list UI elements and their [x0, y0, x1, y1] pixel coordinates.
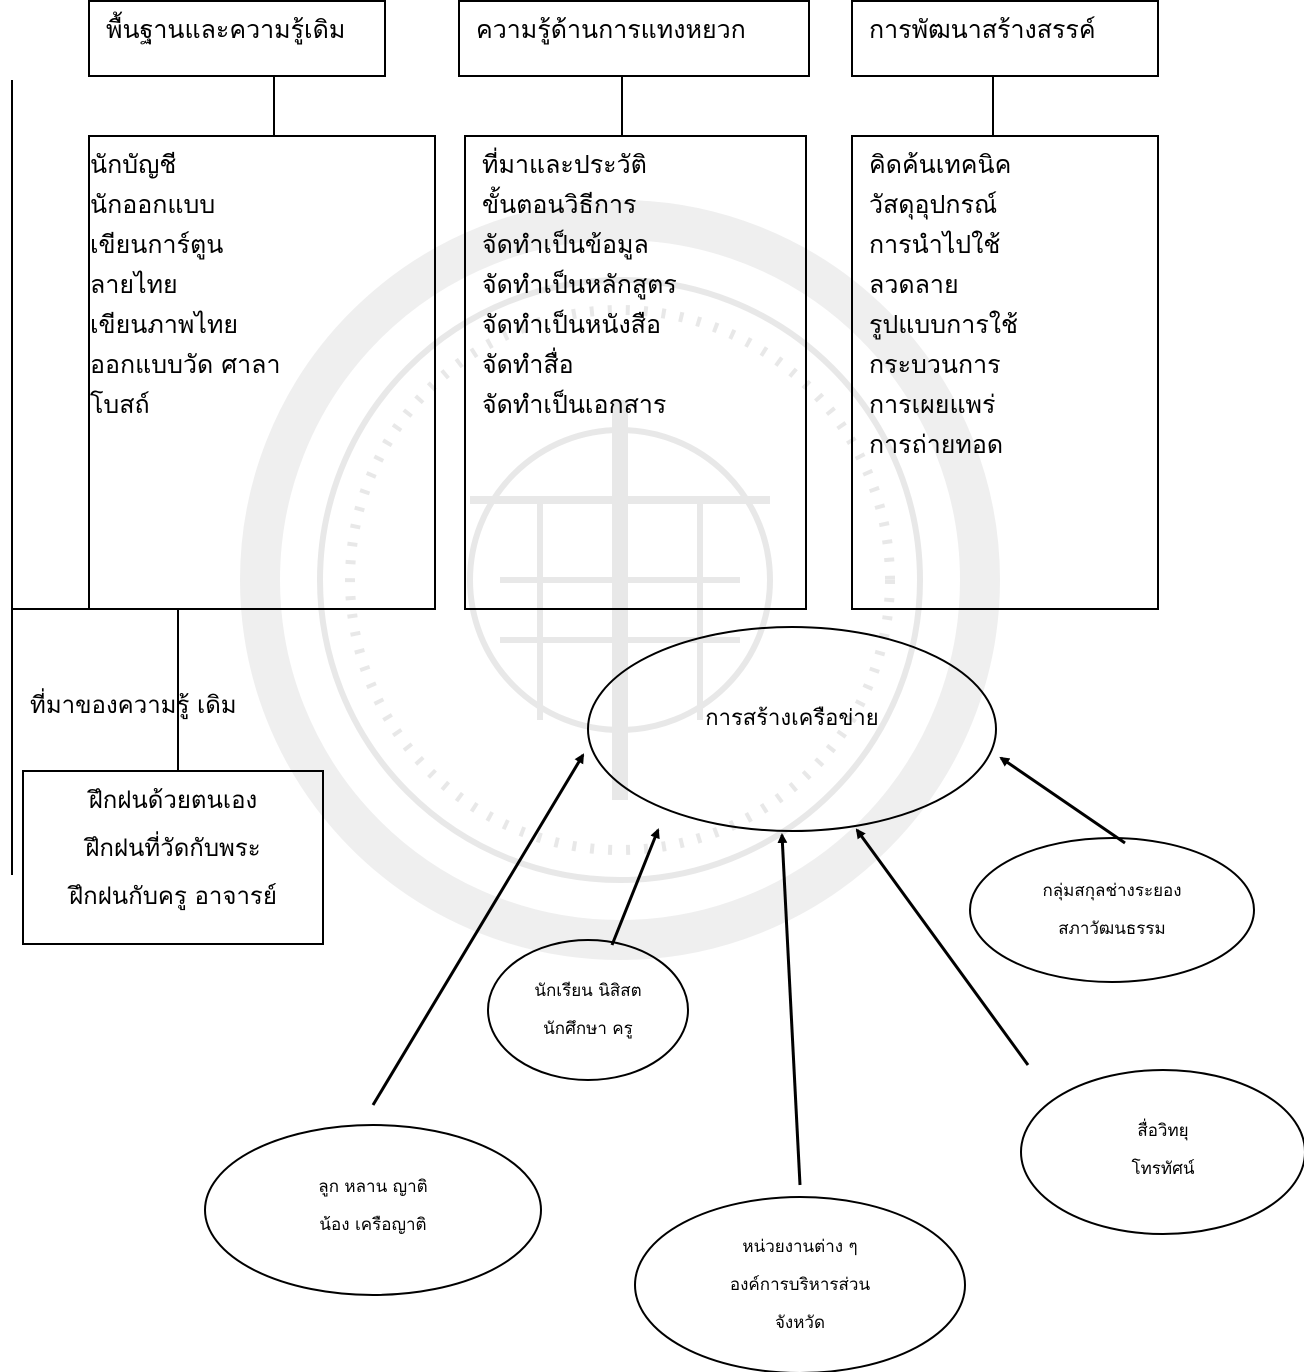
- network-node-agencies: หน่วยงานต่าง ๆ องค์การบริหารส่วน จังหวัด: [635, 1228, 965, 1342]
- creative-development-list: คิดค้นเทคนิค วัสดุอุปกรณ์ การนำไปใช้ ลวด…: [853, 137, 1157, 465]
- list-item: นักออกแบบ: [90, 190, 216, 219]
- creative-development-header-box: การพัฒนาสร้างสรรค์: [851, 0, 1159, 77]
- list-item: ลวดลาย: [869, 270, 959, 299]
- node-line: กลุ่มสกุลช่างระยอง: [1042, 881, 1182, 901]
- list-item: รูปแบบการใช้: [869, 310, 1018, 339]
- banana-carving-list-box: ที่มาและประวัติ ขั้นตอนวิธีการ จัดทำเป็น…: [464, 135, 807, 610]
- list-item: คิดค้นเทคนิค: [869, 150, 1012, 179]
- list-item: ฝึกฝนด้วยตนเอง: [88, 786, 258, 814]
- node-line: น้อง เครือญาติ: [319, 1215, 427, 1235]
- foundation-list-box: นักบัญชี นักออกแบบ เขียนการ์ตูน ลายไทย เ…: [88, 135, 436, 610]
- list-item: การถ่ายทอด: [869, 430, 1004, 459]
- creative-development-header: การพัฒนาสร้างสรรค์: [869, 15, 1096, 44]
- foundation-header: พื้นฐานและความรู้เดิม: [106, 15, 346, 44]
- node-line: ลูก หลาน ญาติ: [318, 1177, 428, 1197]
- list-item: จัดทำเป็นเอกสาร: [482, 390, 667, 419]
- network-node-family: ลูก หลาน ญาติ น้อง เครือญาติ: [205, 1168, 541, 1244]
- list-item: เขียนภาพไทย: [90, 310, 239, 339]
- list-item: กระบวนการ: [869, 350, 1001, 379]
- node-line: นักศึกษา ครู: [543, 1019, 633, 1039]
- list-item: นักบัญชี: [90, 150, 177, 179]
- list-item: ลายไทย: [90, 270, 178, 299]
- list-item: ที่มาและประวัติ: [482, 150, 647, 179]
- list-item: จัดทำเป็นหลักสูตร: [482, 270, 677, 299]
- list-item: ขั้นตอนวิธีการ: [482, 190, 637, 219]
- university-seal-watermark: [240, 200, 1000, 960]
- list-item: การเผยแพร่: [869, 390, 996, 419]
- creative-development-list-box: คิดค้นเทคนิค วัสดุอุปกรณ์ การนำไปใช้ ลวด…: [851, 135, 1159, 610]
- list-item: ออกแบบวัด ศาลา: [90, 350, 281, 379]
- node-line: องค์การบริหารส่วน: [729, 1275, 871, 1295]
- list-item: ฝึกฝนที่วัดกับพระ: [85, 834, 261, 862]
- network-node-ryong-artisans: กลุ่มสกุลช่างระยอง สภาวัฒนธรรม: [970, 872, 1254, 948]
- knowledge-source-box: ฝึกฝนด้วยตนเอง ฝึกฝนที่วัดกับพระ ฝึกฝนกั…: [22, 770, 324, 945]
- node-line: หน่วยงานต่าง ๆ: [742, 1237, 858, 1257]
- knowledge-source-label: ที่มาของความรู้ เดิม: [30, 691, 237, 719]
- node-line: จังหวัด: [774, 1313, 826, 1333]
- list-item: วัสดุอุปกรณ์: [869, 190, 998, 219]
- node-line: สภาวัฒนธรรม: [1058, 919, 1166, 939]
- list-item: เขียนการ์ตูน: [90, 230, 224, 259]
- foundation-list: นักบัญชี นักออกแบบ เขียนการ์ตูน ลายไทย เ…: [90, 137, 434, 425]
- banana-carving-list: ที่มาและประวัติ ขั้นตอนวิธีการ จัดทำเป็น…: [466, 137, 805, 425]
- network-center-label: การสร้างเครือข่าย: [705, 706, 879, 731]
- node-line: โทรทัศน์: [1131, 1159, 1195, 1179]
- network-node-media: สื่อวิทยุ โทรทัศน์: [1021, 1112, 1304, 1188]
- node-line: สื่อวิทยุ: [1137, 1121, 1189, 1141]
- list-item: จัดทำเป็นหนังสือ: [482, 310, 661, 339]
- network-node-students: นักเรียน นิสิสต นักศึกษา ครู: [488, 972, 688, 1048]
- list-item: โบสถ์: [90, 390, 150, 419]
- banana-carving-header: ความรู้ด้านการแทงหยวก: [476, 15, 746, 44]
- list-item: จัดทำเป็นข้อมูล: [482, 230, 649, 259]
- banana-carving-header-box: ความรู้ด้านการแทงหยวก: [458, 0, 810, 77]
- list-item: จัดทำสื่อ: [482, 350, 574, 379]
- knowledge-source-list: ฝึกฝนด้วยตนเอง ฝึกฝนที่วัดกับพระ ฝึกฝนกั…: [24, 772, 322, 920]
- list-item: การนำไปใช้: [869, 230, 1001, 259]
- foundation-header-box: พื้นฐานและความรู้เดิม: [88, 0, 386, 77]
- list-item: ฝึกฝนกับครู อาจารย์: [69, 882, 277, 910]
- node-line: นักเรียน นิสิสต: [534, 981, 642, 1001]
